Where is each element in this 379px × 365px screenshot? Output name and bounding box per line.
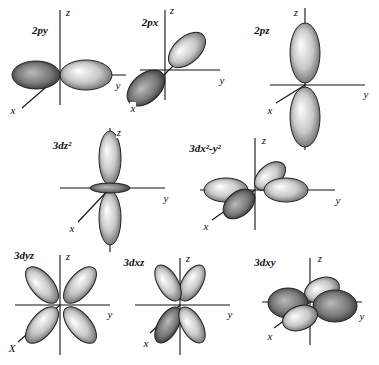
axis-label: x <box>10 104 17 116</box>
orbital-label: 3dx²-y² <box>188 142 222 154</box>
orbital-label: 2px <box>141 16 160 28</box>
axis-label: z <box>65 6 71 18</box>
axis-label: x <box>267 104 274 116</box>
axis-label: x <box>130 102 137 114</box>
axis-label: X <box>8 342 17 354</box>
axis-label: y <box>115 79 122 91</box>
orbital-label: 2pz <box>253 24 270 36</box>
axis-label: x <box>267 330 274 342</box>
axis-label: z <box>293 6 299 18</box>
axis-label: z <box>261 134 267 146</box>
axis-label: x <box>69 222 76 234</box>
orbital-label: 2py <box>31 24 49 36</box>
axis-label: y <box>227 308 234 320</box>
axis-label: y <box>335 194 342 206</box>
axis-label: z <box>116 126 122 138</box>
axis-label: z <box>169 4 175 16</box>
axis-label: y <box>359 310 366 322</box>
orbital-label: 3dz² <box>52 139 73 151</box>
orbital-label: 3dyz <box>13 249 35 261</box>
axis-label: z <box>185 252 191 264</box>
axis-label: z <box>65 250 71 262</box>
axis-label: x <box>203 220 210 232</box>
axis-label: y <box>163 192 170 204</box>
orbital-label: 3dxy <box>253 256 276 268</box>
axis-label: y <box>363 88 370 100</box>
orbital-label: 3dxz <box>123 256 146 268</box>
axis-label: z <box>317 252 323 264</box>
axis-label: y <box>219 74 226 86</box>
axis-label: x <box>143 337 150 349</box>
axis-label: y <box>107 308 114 320</box>
